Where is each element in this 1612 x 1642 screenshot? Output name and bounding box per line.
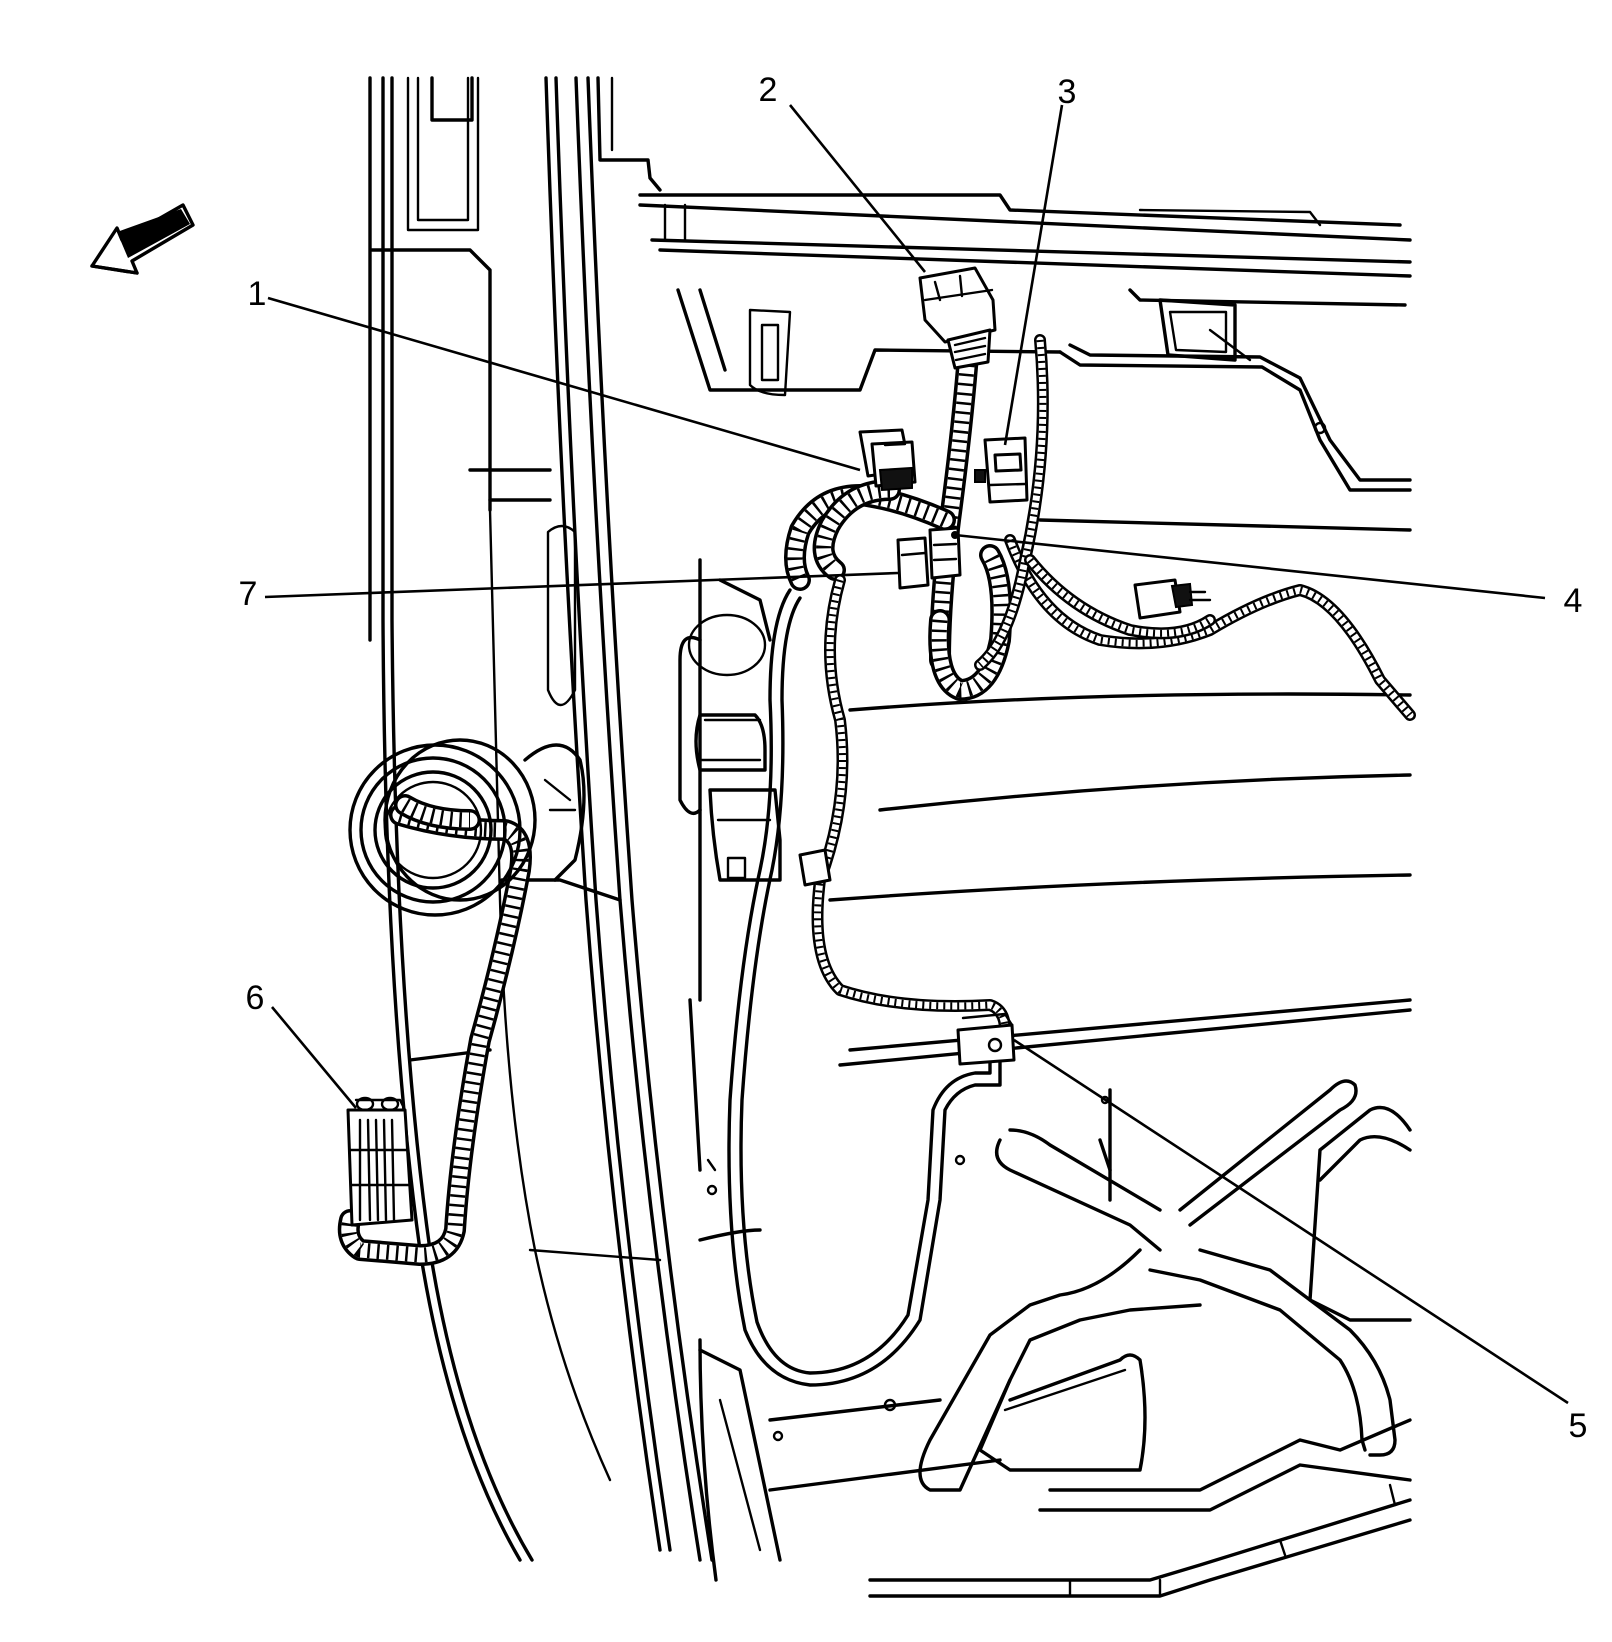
callout-4: 4 bbox=[1564, 582, 1583, 620]
leader-lines bbox=[264, 104, 1569, 1405]
upper-body-panel bbox=[638, 193, 1412, 1067]
connector-3 bbox=[974, 436, 1029, 504]
harness-side-connector bbox=[1133, 578, 1212, 620]
connector-1 bbox=[858, 428, 917, 492]
forward-direction-arrow-icon bbox=[90, 203, 195, 275]
callout-1: 1 bbox=[248, 275, 267, 313]
connector-4 bbox=[928, 526, 962, 580]
connector-5 bbox=[956, 1012, 1016, 1066]
callout-5: 5 bbox=[1569, 1407, 1588, 1445]
connector-6 bbox=[346, 1096, 414, 1227]
wiring-harness bbox=[337, 334, 1416, 1387]
connector-7 bbox=[896, 536, 930, 590]
callout-6: 6 bbox=[246, 979, 265, 1017]
callout-7: 7 bbox=[239, 575, 258, 613]
connector-2 bbox=[918, 266, 997, 370]
pillar-structure bbox=[368, 76, 714, 1562]
lower-body-panel bbox=[678, 613, 1412, 1598]
callout-labels: 1 2 3 4 5 6 7 bbox=[239, 71, 1588, 1445]
callout-2: 2 bbox=[759, 71, 778, 109]
grommet bbox=[348, 738, 586, 917]
callout-3: 3 bbox=[1058, 73, 1077, 111]
